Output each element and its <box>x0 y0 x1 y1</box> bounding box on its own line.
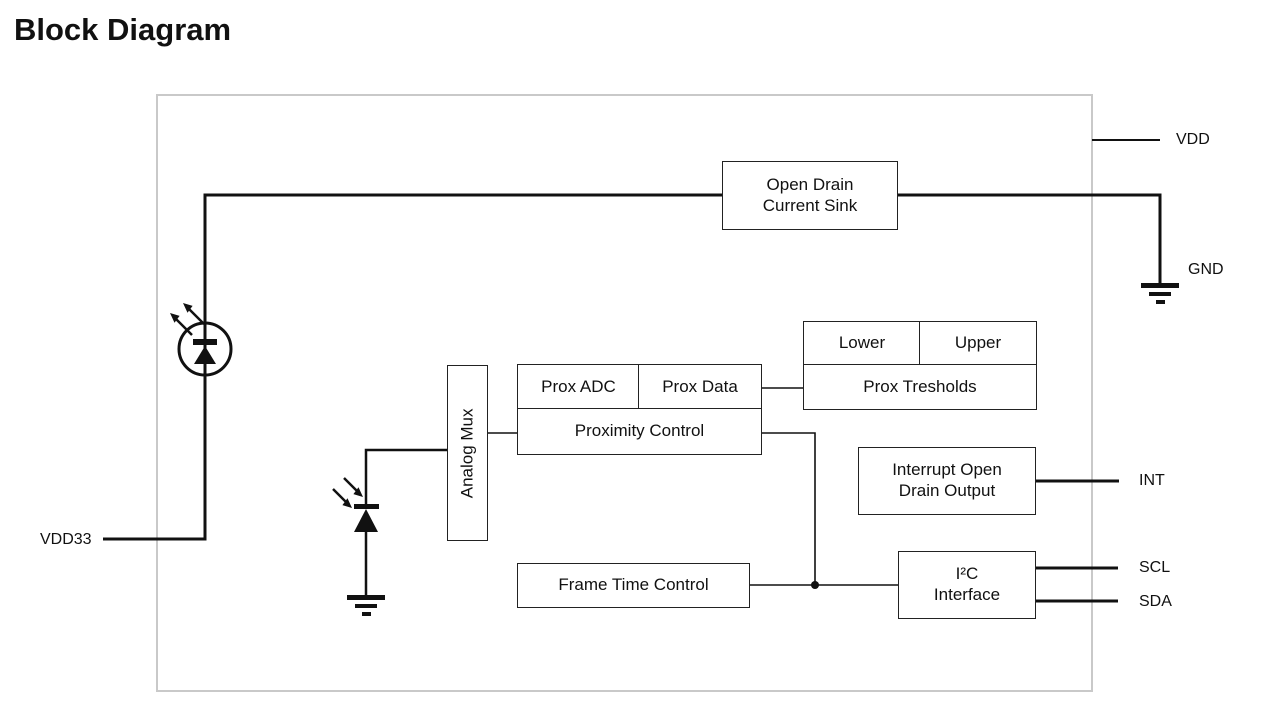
chip-outline <box>156 94 1093 692</box>
pin-label-sda: SDA <box>1139 593 1172 610</box>
prox-thresholds-block: Prox Tresholds <box>803 364 1037 410</box>
block-label: Analog Mux <box>457 408 477 498</box>
i2c-interface-block: I²C Interface <box>898 551 1036 619</box>
block-label: Proximity Control <box>574 421 705 441</box>
control-bus-wire <box>762 432 816 585</box>
prox-data-block: Prox Data <box>638 364 762 410</box>
ground-icon-gnd-pin <box>1141 283 1179 304</box>
block-label: Interrupt Open <box>892 460 1002 480</box>
block-label: Prox ADC <box>541 376 616 396</box>
page-title: Block Diagram <box>14 12 232 47</box>
wire-junction-dot <box>811 581 819 589</box>
block-label: Open Drain <box>766 174 854 194</box>
analog-mux-block: Analog Mux <box>447 365 488 541</box>
pin-label-vdd: VDD <box>1176 131 1210 148</box>
vdd33-led-wire <box>103 193 722 541</box>
interrupt-open-drain-output-block: Interrupt Open Drain Output <box>858 447 1036 515</box>
pin-label-vdd33: VDD33 <box>40 531 92 548</box>
block-label: Lower <box>838 333 886 353</box>
block-label: Drain Output <box>898 481 996 500</box>
pin-label-scl: SCL <box>1139 559 1171 576</box>
lower-threshold-block: Lower <box>803 321 921 366</box>
open-drain-current-sink-block: Open Drain Current Sink <box>722 161 898 230</box>
upper-threshold-block: Upper <box>919 321 1037 366</box>
frame-time-control-block: Frame Time Control <box>517 563 750 608</box>
block-label: Frame Time Control <box>558 575 709 595</box>
ground-icon-photodiode <box>347 595 385 616</box>
block-label: Interface <box>933 585 1001 604</box>
block-label: I²C <box>955 564 979 584</box>
block-label: Prox Data <box>662 376 738 396</box>
photodiode-mux-wire <box>364 448 447 506</box>
ir-led-icon <box>170 303 233 377</box>
block-label: Upper <box>954 333 1002 353</box>
block-label: Current Sink <box>762 195 858 215</box>
current-sink-gnd-wire <box>898 193 1162 283</box>
prox-adc-block: Prox ADC <box>517 364 640 410</box>
photodiode-icon <box>332 477 379 532</box>
block-label: Prox Tresholds <box>863 376 977 396</box>
pin-label-int: INT <box>1139 472 1165 489</box>
pin-label-gnd: GND <box>1188 261 1224 278</box>
proximity-control-block: Proximity Control <box>517 408 762 455</box>
